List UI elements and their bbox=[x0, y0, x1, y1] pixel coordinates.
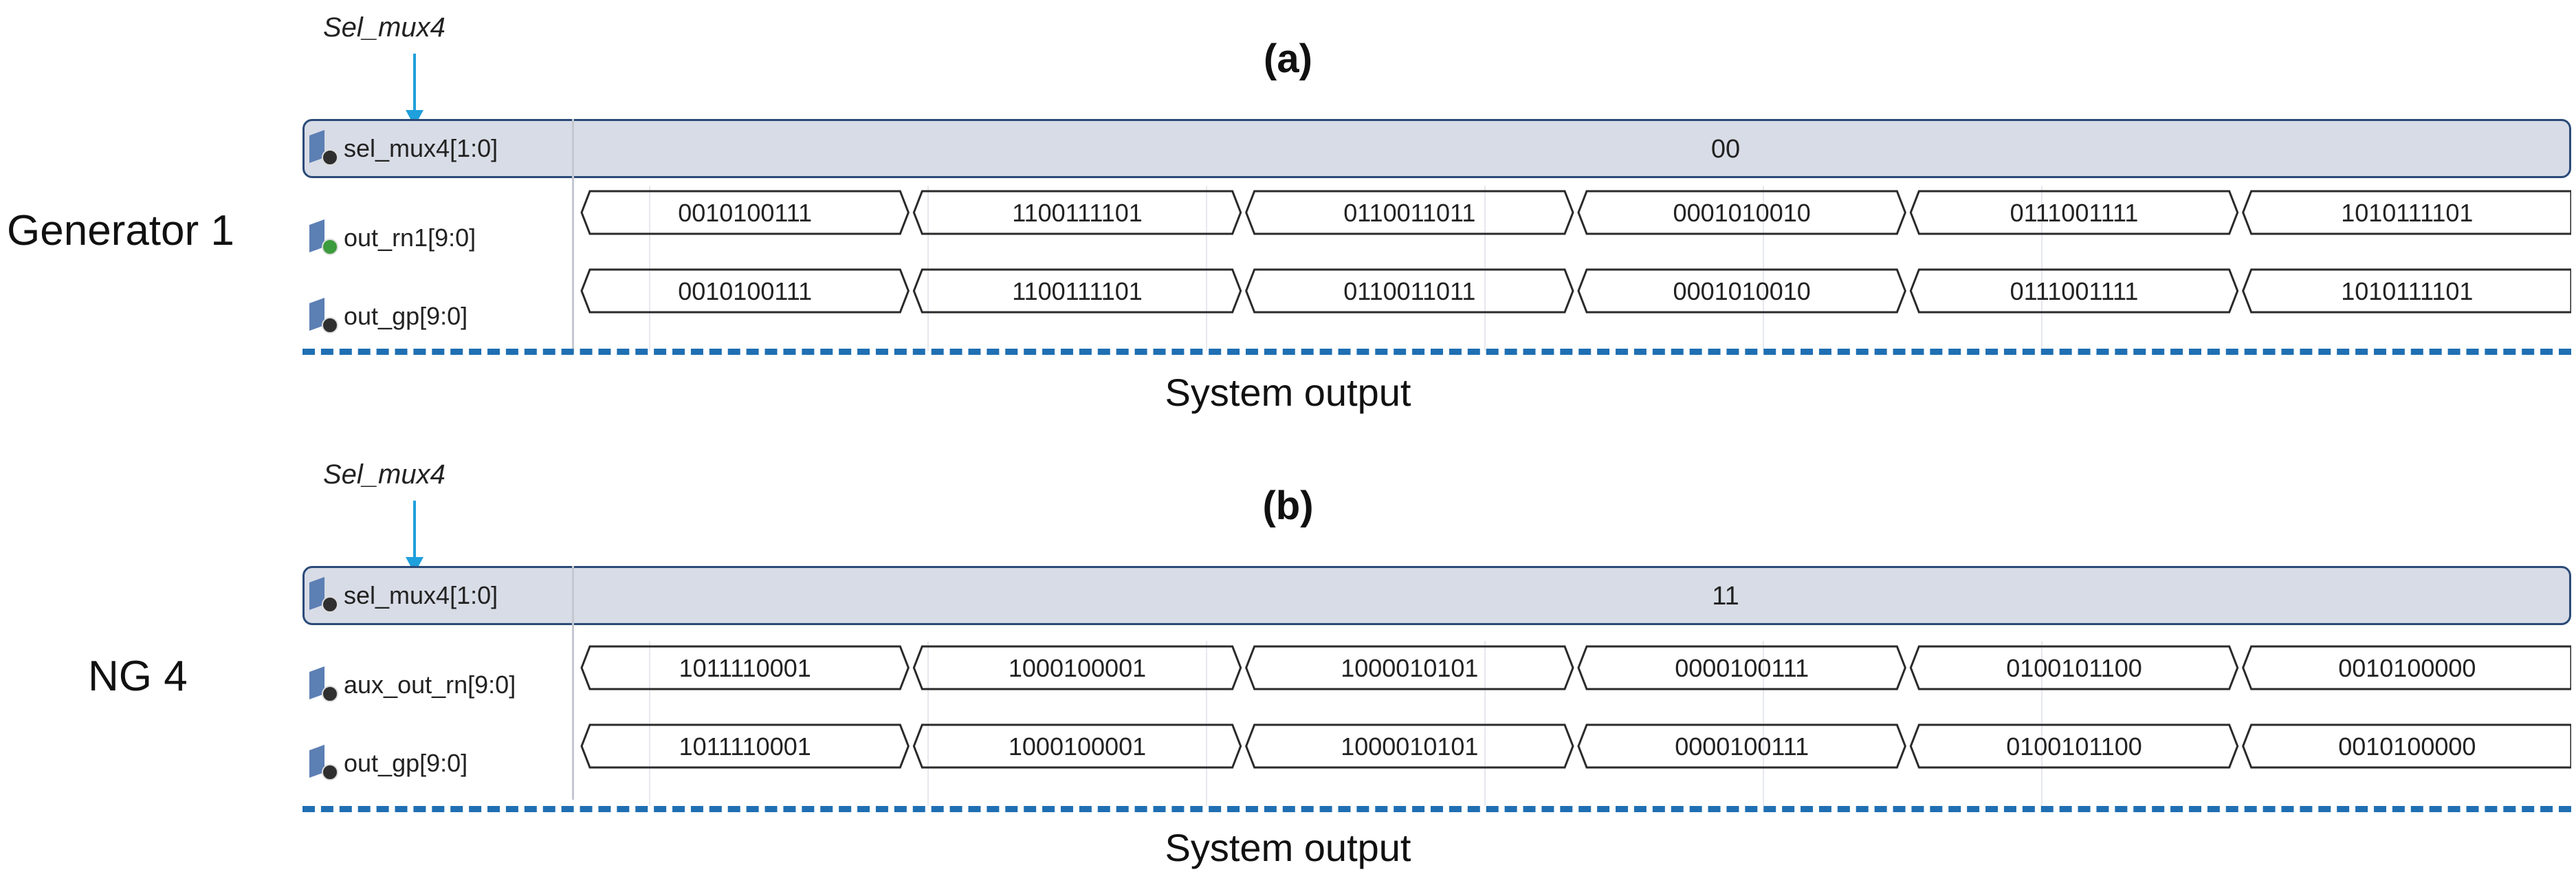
bus-value-label: 0010100111 bbox=[678, 277, 812, 305]
bus-value-label: 1010111101 bbox=[2341, 199, 2473, 227]
select-signal-value: 00 bbox=[1710, 135, 1741, 164]
bus-segment bbox=[2242, 190, 2571, 235]
system-output-label: System output bbox=[1165, 826, 1411, 869]
bus-value-label: 0010100111 bbox=[678, 199, 812, 227]
signal-bus-icon bbox=[309, 666, 338, 704]
select-signal-value: 11 bbox=[1712, 582, 1739, 611]
bus-segment bbox=[1245, 190, 1574, 235]
bus-segment bbox=[912, 268, 1242, 314]
bus-value-label: 0010100000 bbox=[2338, 654, 2476, 682]
column-divider bbox=[572, 566, 574, 800]
bus-segment bbox=[1577, 723, 1906, 769]
bus-segment bbox=[580, 190, 910, 235]
signal-bus-icon-green bbox=[309, 219, 338, 257]
signal-name-label: aux_out_rn[9:0] bbox=[344, 670, 516, 699]
signal-bus-icon bbox=[309, 297, 338, 335]
signal-name-row-1[interactable]: aux_out_rn[9:0] bbox=[302, 657, 516, 712]
bus-value-label: 1011110001 bbox=[679, 732, 811, 761]
signal-name-label: sel_mux4[1:0] bbox=[344, 581, 498, 609]
bus-segment bbox=[2242, 645, 2571, 690]
bus-segment bbox=[1577, 645, 1906, 690]
bus-value-label: 0111001111 bbox=[2010, 277, 2139, 305]
bus-value-label: 0111001111 bbox=[2010, 199, 2139, 227]
signal-name-row-2[interactable]: out_gp[9:0] bbox=[302, 289, 467, 344]
bus-value-label: 0110011011 bbox=[1343, 277, 1475, 305]
system-output-dashed-line bbox=[302, 806, 2571, 812]
bus-segment bbox=[1909, 723, 2239, 769]
panel-b: Sel_mux4 (b) NG 4 11 sel_mux4[1:0] aux_o… bbox=[0, 447, 2576, 894]
bus-value-label: 1010111101 bbox=[2341, 277, 2473, 305]
signal-name-label: out_gp[9:0] bbox=[344, 749, 468, 777]
panel-label: (b) bbox=[1262, 483, 1314, 528]
bus-value-label: 0010100000 bbox=[2338, 732, 2476, 761]
bus-segment bbox=[912, 645, 1242, 690]
bus-value-label: 1000100001 bbox=[1009, 654, 1146, 682]
bus-value-label: 1000100001 bbox=[1009, 732, 1146, 761]
bus-segment bbox=[1909, 645, 2239, 690]
bus-segment bbox=[1577, 268, 1906, 314]
bus-segment bbox=[1245, 645, 1574, 690]
waveform-area: 0010100111 1100111101 0110011011 0001010010… bbox=[580, 186, 2571, 351]
bus-value-label: 0000100111 bbox=[1675, 654, 1809, 682]
bus-segment bbox=[1909, 190, 2239, 235]
system-output-dashed-line bbox=[302, 349, 2571, 355]
bus-segment bbox=[2242, 268, 2571, 314]
bus-value-label: 1011110001 bbox=[679, 654, 811, 682]
bus-value-label: 1000010101 bbox=[1341, 654, 1478, 682]
arrow-icon bbox=[413, 501, 416, 560]
signal-name-label: out_gp[9:0] bbox=[344, 302, 468, 330]
group-label: NG 4 bbox=[88, 653, 188, 700]
bus-segment bbox=[1245, 268, 1574, 314]
bus-segment bbox=[2242, 723, 2571, 769]
signal-bus-icon bbox=[309, 744, 338, 782]
bus-value-label: 0110011011 bbox=[1343, 199, 1475, 227]
column-divider bbox=[572, 119, 574, 353]
bus-segment bbox=[912, 723, 1242, 769]
bus-value-label: 0000100111 bbox=[1675, 732, 1809, 761]
group-label: Generator 1 bbox=[7, 207, 234, 254]
panel-label: (a) bbox=[1264, 36, 1312, 81]
select-signal-row[interactable]: 00 bbox=[302, 119, 2571, 178]
bus-value-label: 0001010010 bbox=[1673, 199, 1811, 227]
bus-value-label: 1000010101 bbox=[1341, 732, 1478, 761]
bus-value-label: 0001010010 bbox=[1673, 277, 1811, 305]
signal-name-label: sel_mux4[1:0] bbox=[344, 134, 498, 162]
bus-segment bbox=[580, 268, 910, 314]
panel-a: Sel_mux4 (a) Generator 1 00 sel_mux4[1:0… bbox=[7, 12, 2571, 414]
bus-value-label: 1100111101 bbox=[1012, 277, 1143, 305]
sel-mux4-annotation: Sel_mux4 bbox=[323, 12, 445, 43]
bus-value-label: 0100101100 bbox=[2006, 654, 2142, 682]
bus-segment bbox=[1909, 268, 2239, 314]
sel-mux4-annotation: Sel_mux4 bbox=[323, 459, 445, 490]
signal-name-sel[interactable]: sel_mux4[1:0] bbox=[302, 121, 498, 176]
signal-bus-icon bbox=[309, 576, 338, 614]
bus-value-label: 0100101100 bbox=[2006, 732, 2142, 761]
select-signal-row[interactable]: 11 bbox=[302, 566, 2571, 625]
waveform-area: 1011110001 1000100001 1000010101 0000100111… bbox=[580, 641, 2571, 806]
bus-segment bbox=[580, 723, 910, 769]
bus-segment bbox=[1577, 190, 1906, 235]
bus-value-label: 1100111101 bbox=[1012, 199, 1143, 227]
bus-segment bbox=[912, 190, 1242, 235]
bus-segment bbox=[580, 645, 910, 690]
bus-segment bbox=[1245, 723, 1574, 769]
signal-name-label: out_rn1[9:0] bbox=[344, 224, 476, 252]
signal-bus-icon bbox=[309, 129, 338, 167]
arrow-icon bbox=[413, 54, 416, 113]
signal-name-sel[interactable]: sel_mux4[1:0] bbox=[302, 568, 498, 623]
system-output-label: System output bbox=[1165, 371, 1411, 414]
signal-name-row-1[interactable]: out_rn1[9:0] bbox=[302, 210, 476, 265]
signal-name-row-2[interactable]: out_gp[9:0] bbox=[302, 736, 467, 791]
